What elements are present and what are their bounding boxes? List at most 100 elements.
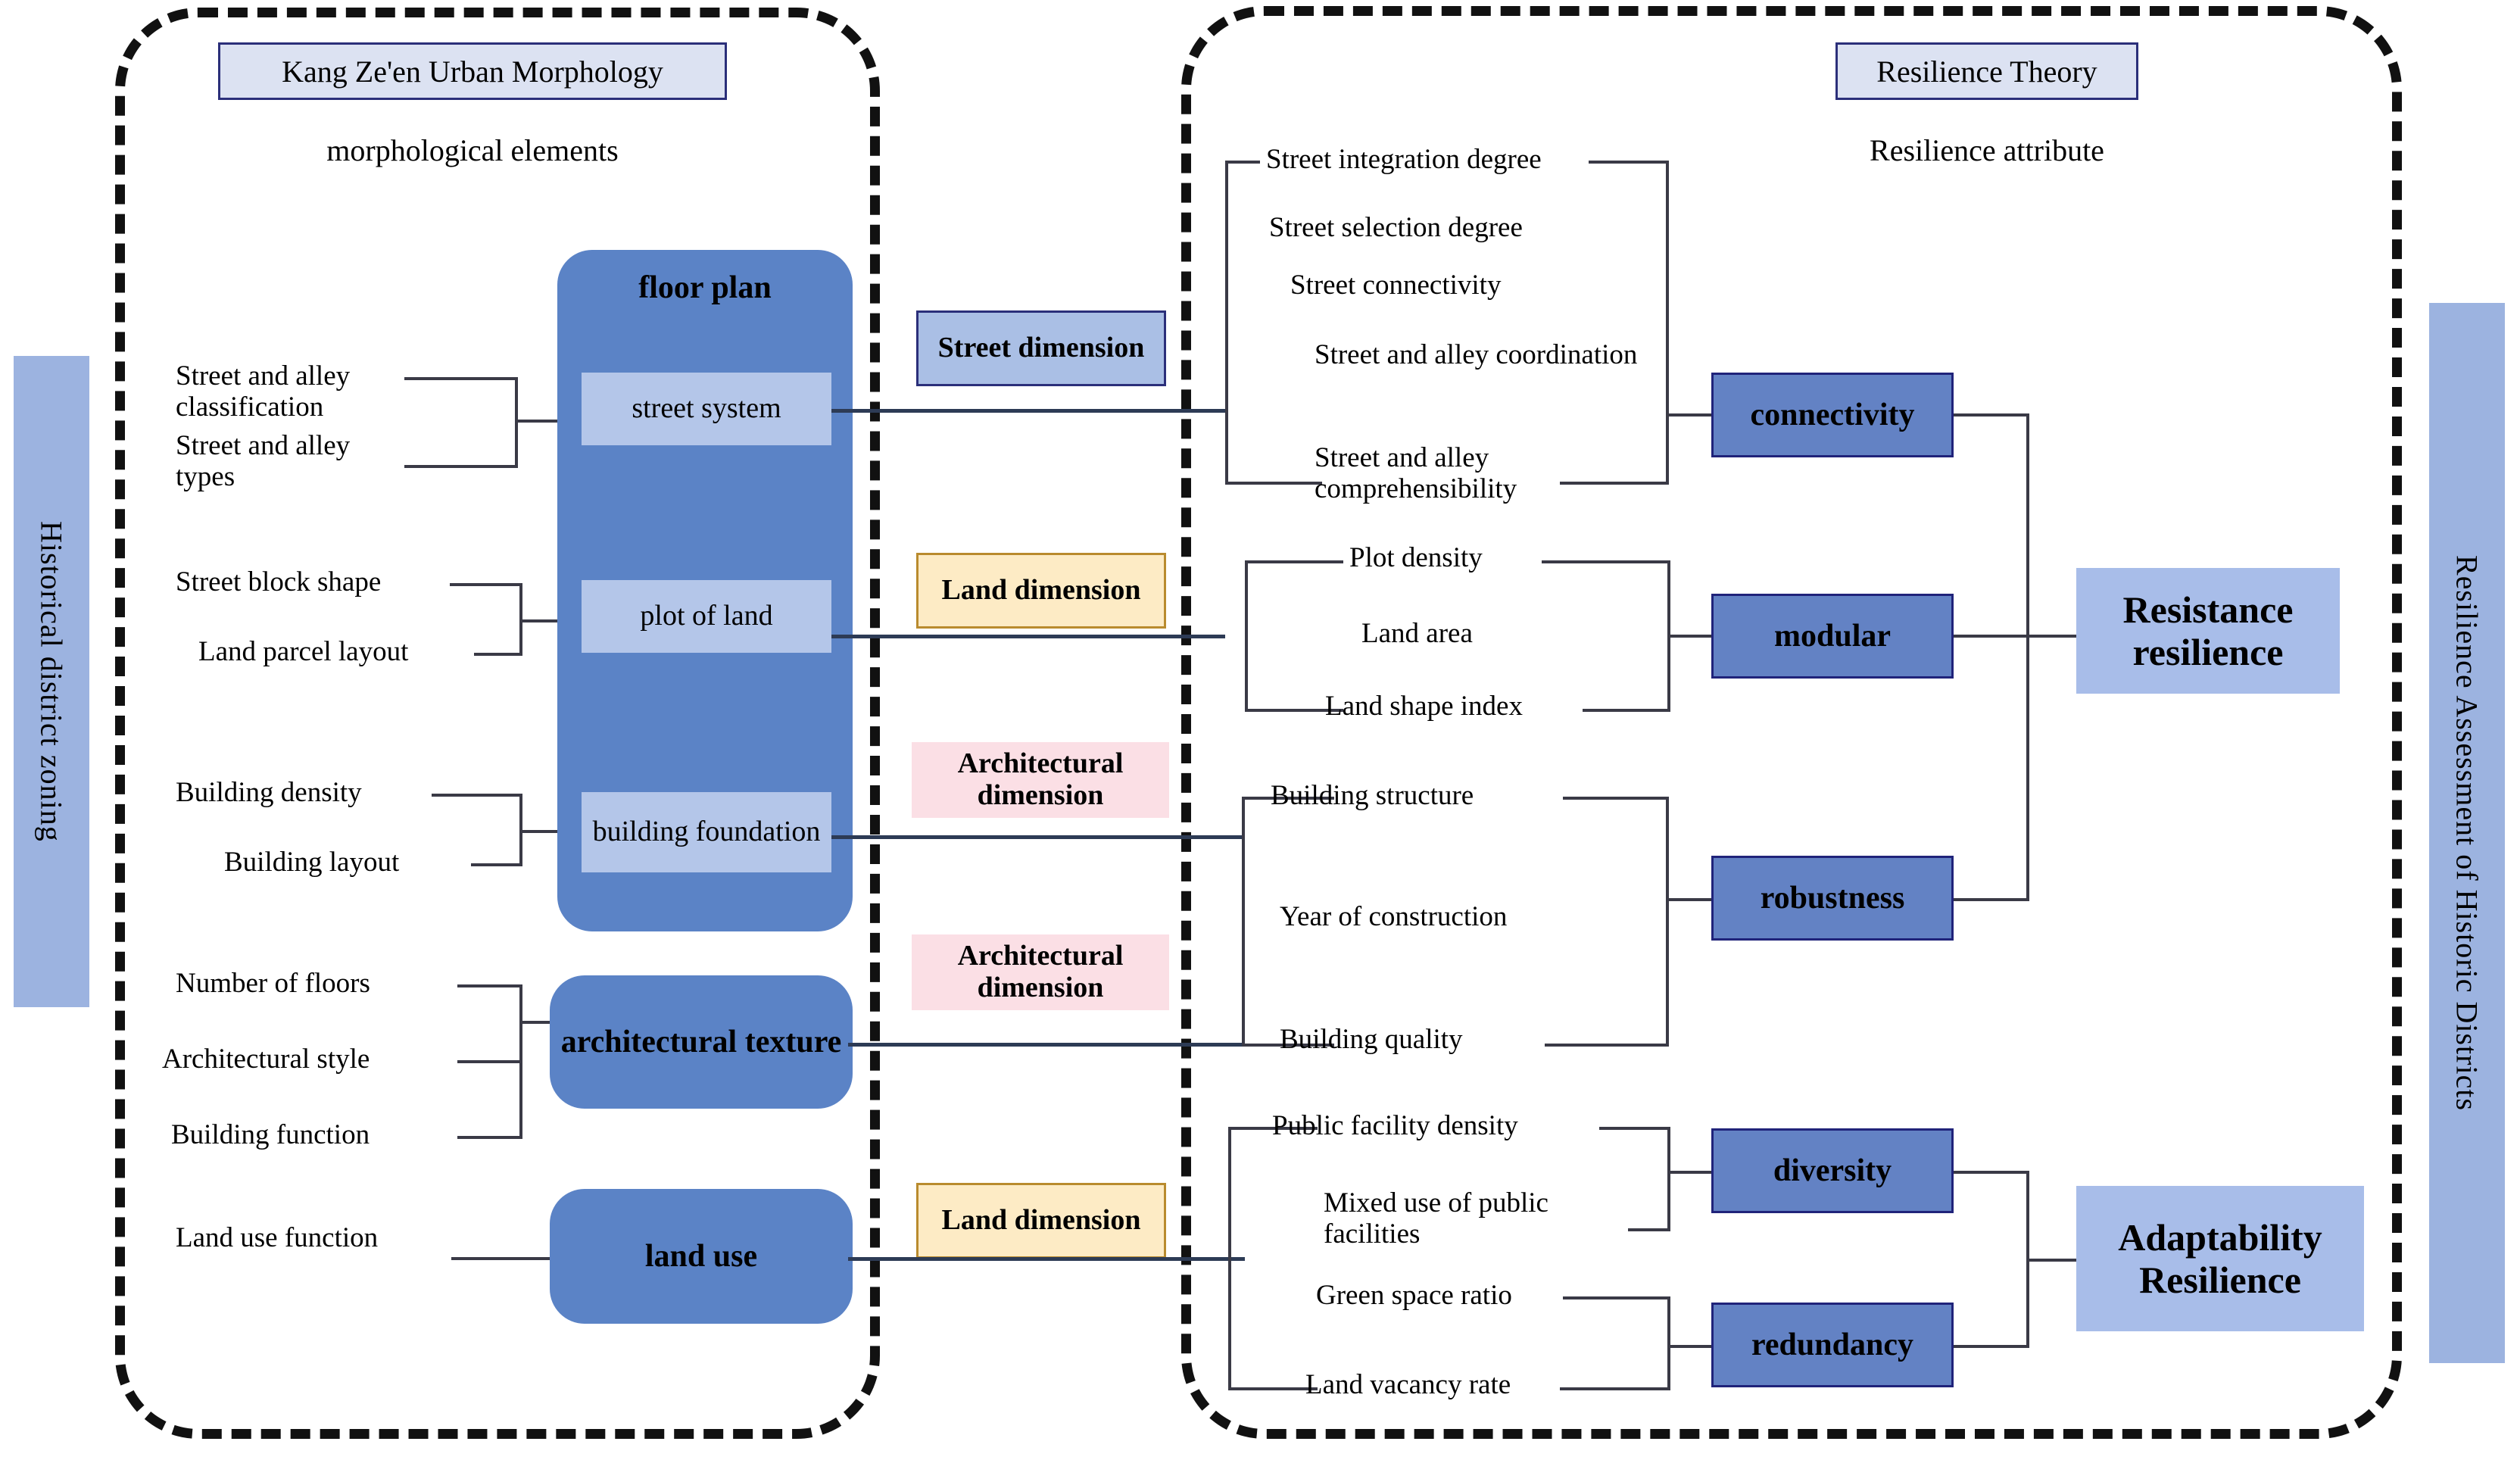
bracket-line (450, 583, 522, 586)
bracket-line (451, 1257, 606, 1260)
trunk-line-architectural-texture (848, 1043, 1245, 1047)
connector-to-diversity (1667, 1171, 1713, 1174)
leaf-building-function: Building function (171, 1119, 370, 1150)
indicator-bracket-public-left (1228, 1127, 1231, 1390)
indicator-bracket-building-top (1242, 797, 1334, 800)
indicator-street-alley-comprehensibility: Street and alley comprehensibility (1315, 442, 1517, 505)
leaf-street-alley-classification: Street and alley classification (176, 360, 351, 423)
connector-resistance-spine (2026, 413, 2029, 900)
node-street-system[interactable]: street system (582, 373, 831, 445)
node-land-use[interactable]: land use (550, 1189, 853, 1324)
node-plot-of-land[interactable]: plot of land (582, 580, 831, 653)
result-adaptability-resilience[interactable]: Adaptability Resilience (2076, 1186, 2364, 1331)
left-side-banner: Historical district zoning (14, 356, 89, 1007)
right-side-banner-label: Resilience Assessment of Historic Distri… (2450, 554, 2484, 1111)
left-side-banner-label: Historical district zoning (34, 521, 69, 842)
result-resistance-resilience[interactable]: Resistance resilience (2076, 568, 2340, 694)
attribute-connectivity[interactable]: connectivity (1711, 373, 1954, 457)
indicator-bracket-building-bottom (1242, 1044, 1334, 1047)
leaf-street-alley-types: Street and alley types (176, 430, 351, 493)
connector-land-to-modular (1667, 635, 1713, 638)
indicator-building-quality: Building quality (1280, 1024, 1463, 1055)
indicator-bracket-public-top (1228, 1127, 1318, 1130)
connector-connectivity-out (1954, 413, 2029, 417)
attribute-diversity[interactable]: diversity (1711, 1128, 1954, 1213)
indicator-bracket-public-bottom (1228, 1387, 1318, 1390)
right-panel-container (1181, 6, 2402, 1439)
indicator-bracket-land-right-bottom (1583, 709, 1670, 712)
bracket-line (457, 984, 522, 987)
bracket-diversity-right (1667, 1127, 1670, 1231)
node-architectural-texture[interactable]: architectural texture (550, 975, 853, 1109)
indicator-bracket-street-right-bottom (1560, 482, 1669, 485)
group-floor-plan-title: floor plan (638, 270, 772, 305)
trunk-line-land (831, 635, 1225, 638)
attribute-modular[interactable]: modular (1711, 594, 1954, 679)
leaf-building-density: Building density (176, 777, 362, 808)
bracket-line (404, 465, 518, 468)
indicator-bracket-street-bottom (1225, 482, 1322, 485)
indicator-land-shape-index: Land shape index (1325, 691, 1523, 722)
leaf-land-parcel-layout: Land parcel layout (198, 636, 409, 667)
right-panel-title: Resilience Theory (1835, 42, 2138, 100)
indicator-year-of-construction: Year of construction (1280, 901, 1508, 932)
attribute-robustness[interactable]: robustness (1711, 856, 1954, 941)
indicator-bracket-street-right (1666, 161, 1669, 485)
bracket-diversity-top (1599, 1127, 1670, 1130)
connector-robustness-out (1954, 898, 2029, 901)
bracket-diversity-bottom (1628, 1228, 1670, 1231)
indicator-bracket-building-right-bottom (1545, 1044, 1669, 1047)
indicator-bracket-land-left (1245, 560, 1248, 712)
connector-adaptability-in (2026, 1259, 2079, 1262)
dimension-chip-architectural-2[interactable]: Architectural dimension (912, 934, 1169, 1010)
left-panel-subtitle-label: morphological elements (326, 133, 619, 167)
trunk-line-building-foundation (831, 835, 1245, 839)
bracket-redundancy-right (1667, 1296, 1670, 1390)
right-side-banner: Resilience Assessment of Historic Distri… (2429, 303, 2505, 1363)
bracket-line (404, 377, 518, 380)
indicator-public-facility-density: Public facility density (1272, 1110, 1518, 1141)
node-building-foundation[interactable]: building foundation (582, 792, 831, 872)
dimension-chip-land-1[interactable]: Land dimension (916, 553, 1166, 629)
dimension-chip-land-2[interactable]: Land dimension (916, 1183, 1166, 1259)
left-panel-container (115, 8, 880, 1439)
leaf-building-layout: Building layout (224, 847, 400, 878)
trunk-line-land-use (848, 1257, 1245, 1261)
indicator-bracket-street-right-top (1589, 161, 1669, 164)
right-panel-subtitle-label: Resilience attribute (1870, 133, 2104, 167)
attribute-redundancy[interactable]: redundancy (1711, 1303, 1954, 1387)
connector-street-to-connectivity (1666, 413, 1713, 417)
indicator-bracket-building-right-top (1563, 797, 1669, 800)
bracket-line (474, 653, 522, 656)
indicator-street-integration-degree: Street integration degree (1266, 144, 1542, 175)
indicator-plot-density: Plot density (1349, 542, 1483, 573)
left-panel-title-label: Kang Ze'en Urban Morphology (282, 54, 663, 89)
bracket-line (471, 863, 522, 866)
bracket-line (432, 794, 522, 797)
bracket-line (457, 1060, 522, 1063)
bracket-line (515, 377, 518, 468)
left-panel-subtitle: morphological elements (218, 133, 727, 168)
connector-resistance-in (2026, 635, 2079, 638)
left-panel-title: Kang Ze'en Urban Morphology (218, 42, 727, 100)
indicator-bracket-street-left (1225, 161, 1228, 485)
connector-redundancy-out (1954, 1345, 2029, 1348)
indicator-land-area: Land area (1361, 618, 1473, 649)
indicator-bracket-street-top (1225, 161, 1260, 164)
connector-building-to-robustness (1666, 898, 1713, 901)
indicator-building-structure: Building structure (1271, 780, 1474, 811)
dimension-chip-architectural-1[interactable]: Architectural dimension (912, 742, 1169, 818)
leaf-architectural-style: Architectural style (162, 1044, 370, 1075)
dimension-chip-street[interactable]: Street dimension (916, 310, 1166, 386)
indicator-land-vacancy-rate: Land vacancy rate (1305, 1369, 1511, 1400)
indicator-street-connectivity: Street connectivity (1290, 270, 1502, 301)
leaf-land-use-function: Land use function (176, 1222, 379, 1253)
right-panel-title-label: Resilience Theory (1876, 54, 2097, 89)
indicator-bracket-land-top (1245, 560, 1343, 563)
bracket-line (457, 1136, 522, 1139)
connector-modular-out (1954, 635, 2029, 638)
indicator-mixed-use-of-public-facilities: Mixed use of public facilities (1324, 1187, 1548, 1250)
indicator-street-alley-coordination: Street and alley coordination (1315, 339, 1638, 370)
indicator-bracket-land-right-top (1542, 560, 1670, 563)
